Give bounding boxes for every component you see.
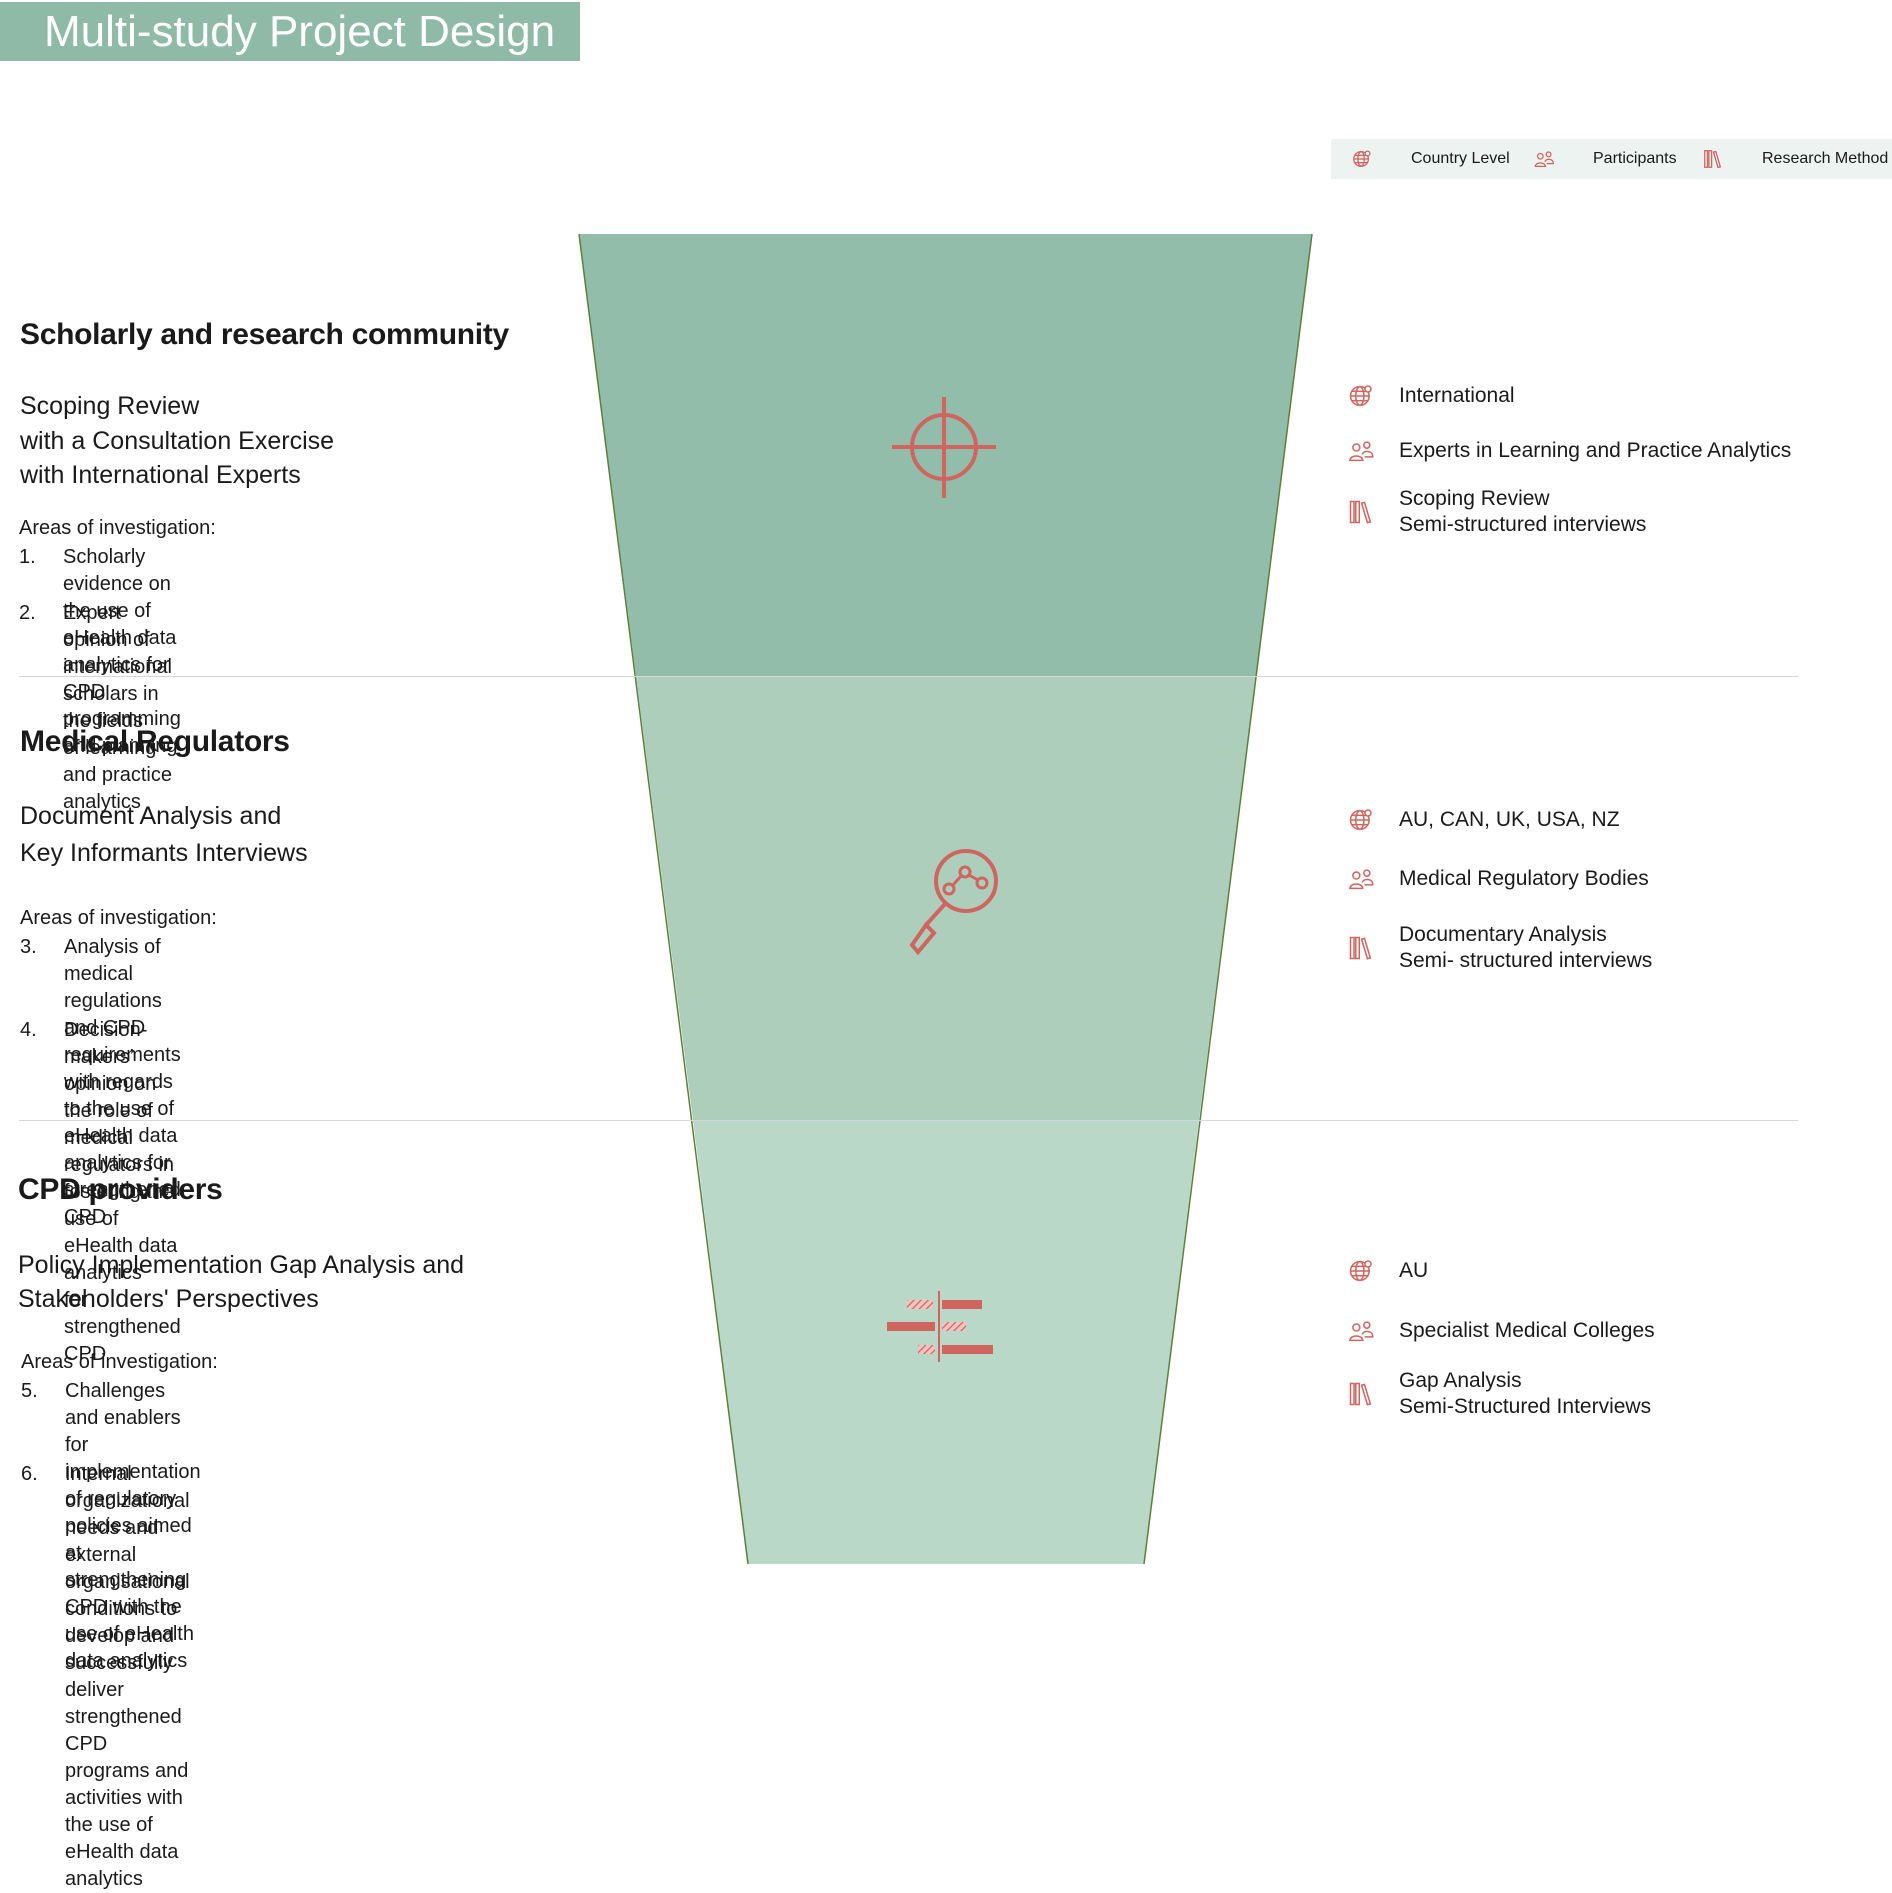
info-text: Experts in Learning and Practice Analyti… <box>1399 439 1792 462</box>
area-number: 4. <box>20 1019 37 1041</box>
area-text: Analysis of medical regulations and CPD … <box>64 936 181 1228</box>
info-participants-3: Specialist Medical Colleges <box>1347 1317 1655 1345</box>
info-text: AU <box>1399 1259 1429 1282</box>
study-line: Stakeholders' Perspectives <box>18 1285 319 1313</box>
books-icon <box>1349 936 1372 960</box>
info-method-2: Documentary Analysis Semi- structured in… <box>1347 922 1652 974</box>
info-method-1: Scoping Review Semi-structured interview… <box>1347 486 1646 538</box>
area-text: Scholarly evidence on the use of eHealth… <box>63 546 181 757</box>
funnel-diagram <box>578 233 1313 1565</box>
funnel-stage-2 <box>636 676 1256 1120</box>
area-number: 3. <box>20 936 37 958</box>
target-icon <box>892 397 996 498</box>
page-title: Multi-study Project Design <box>0 2 580 61</box>
study-line: Scoping Review <box>20 392 200 420</box>
legend-item-method: Research Method <box>1702 139 1888 179</box>
areas-label: Areas of investigation: <box>21 1351 218 1373</box>
section-title-regulators: Medical Regulators <box>20 725 290 758</box>
globe-icon <box>1349 809 1372 831</box>
globe-icon <box>1349 385 1372 407</box>
people-icon <box>1534 151 1554 167</box>
books-icon <box>1704 150 1722 169</box>
area-number: 6. <box>21 1463 38 1485</box>
books-icon <box>1349 500 1372 524</box>
area-text: Decision-makers’ opinion on the role of … <box>64 1019 181 1365</box>
info-text: Medical Regulatory Bodies <box>1399 867 1649 890</box>
info-method-3: Gap Analysis Semi-Structured Interviews <box>1347 1368 1651 1420</box>
funnel-stage-3 <box>693 1120 1199 1564</box>
info-participants-2: Medical Regulatory Bodies <box>1347 865 1649 893</box>
people-icon <box>1349 1321 1374 1342</box>
info-text: Specialist Medical Colleges <box>1399 1319 1655 1342</box>
section-title-cpd-providers: CPD providers <box>18 1173 223 1206</box>
info-text: Scoping Review Semi-structured interview… <box>1399 487 1647 536</box>
legend-label-method: Research Method <box>1762 150 1889 167</box>
legend-label-participants: Participants <box>1593 150 1677 167</box>
legend: Country Level Participants Research Meth… <box>1331 139 1892 179</box>
study-line: with a Consultation Exercise <box>20 427 335 455</box>
info-country-2: AU, CAN, UK, USA, NZ <box>1347 806 1620 834</box>
area-number: 1. <box>19 546 36 568</box>
areas-label: Areas of investigation: <box>19 517 216 539</box>
legend-item-participants: Participants <box>1533 139 1677 179</box>
area-text: Internal organizational needs and extern… <box>65 1463 190 1890</box>
people-icon <box>1349 441 1374 462</box>
globe-icon <box>1353 150 1371 167</box>
books-icon <box>1349 1382 1372 1406</box>
info-text: Documentary Analysis Semi- structured in… <box>1399 923 1653 972</box>
section-divider-2 <box>19 1120 1798 1121</box>
study-line: with International Experts <box>20 461 301 489</box>
section-divider-1 <box>19 676 1798 677</box>
area-text: Expert opinion of international scholars… <box>63 602 172 813</box>
legend-label-country: Country Level <box>1411 150 1510 167</box>
magnifier-analytics-icon <box>909 849 998 956</box>
funnel-edge-right <box>1143 233 1313 1565</box>
info-country-3: AU <box>1347 1257 1428 1285</box>
info-country-1: International <box>1347 382 1515 410</box>
info-text: Gap Analysis Semi-Structured Interviews <box>1399 1369 1652 1418</box>
funnel-edge-left <box>578 233 749 1565</box>
info-text: International <box>1399 384 1515 407</box>
area-number: 2. <box>19 602 36 624</box>
gap-bars-icon <box>887 1291 993 1362</box>
people-icon <box>1349 869 1374 890</box>
legend-item-country: Country Level <box>1351 139 1510 179</box>
info-participants-1: Experts in Learning and Practice Analyti… <box>1347 437 1791 465</box>
info-text: AU, CAN, UK, USA, NZ <box>1399 808 1620 831</box>
study-line: Key Informants Interviews <box>20 839 308 867</box>
study-line: Policy Implementation Gap Analysis and <box>18 1251 465 1279</box>
areas-label: Areas of investigation: <box>20 907 217 929</box>
section-title-scholarly: Scholarly and research community <box>20 318 509 351</box>
study-line: Document Analysis and <box>20 802 282 830</box>
globe-icon <box>1349 1260 1372 1282</box>
area-number: 5. <box>21 1380 38 1402</box>
